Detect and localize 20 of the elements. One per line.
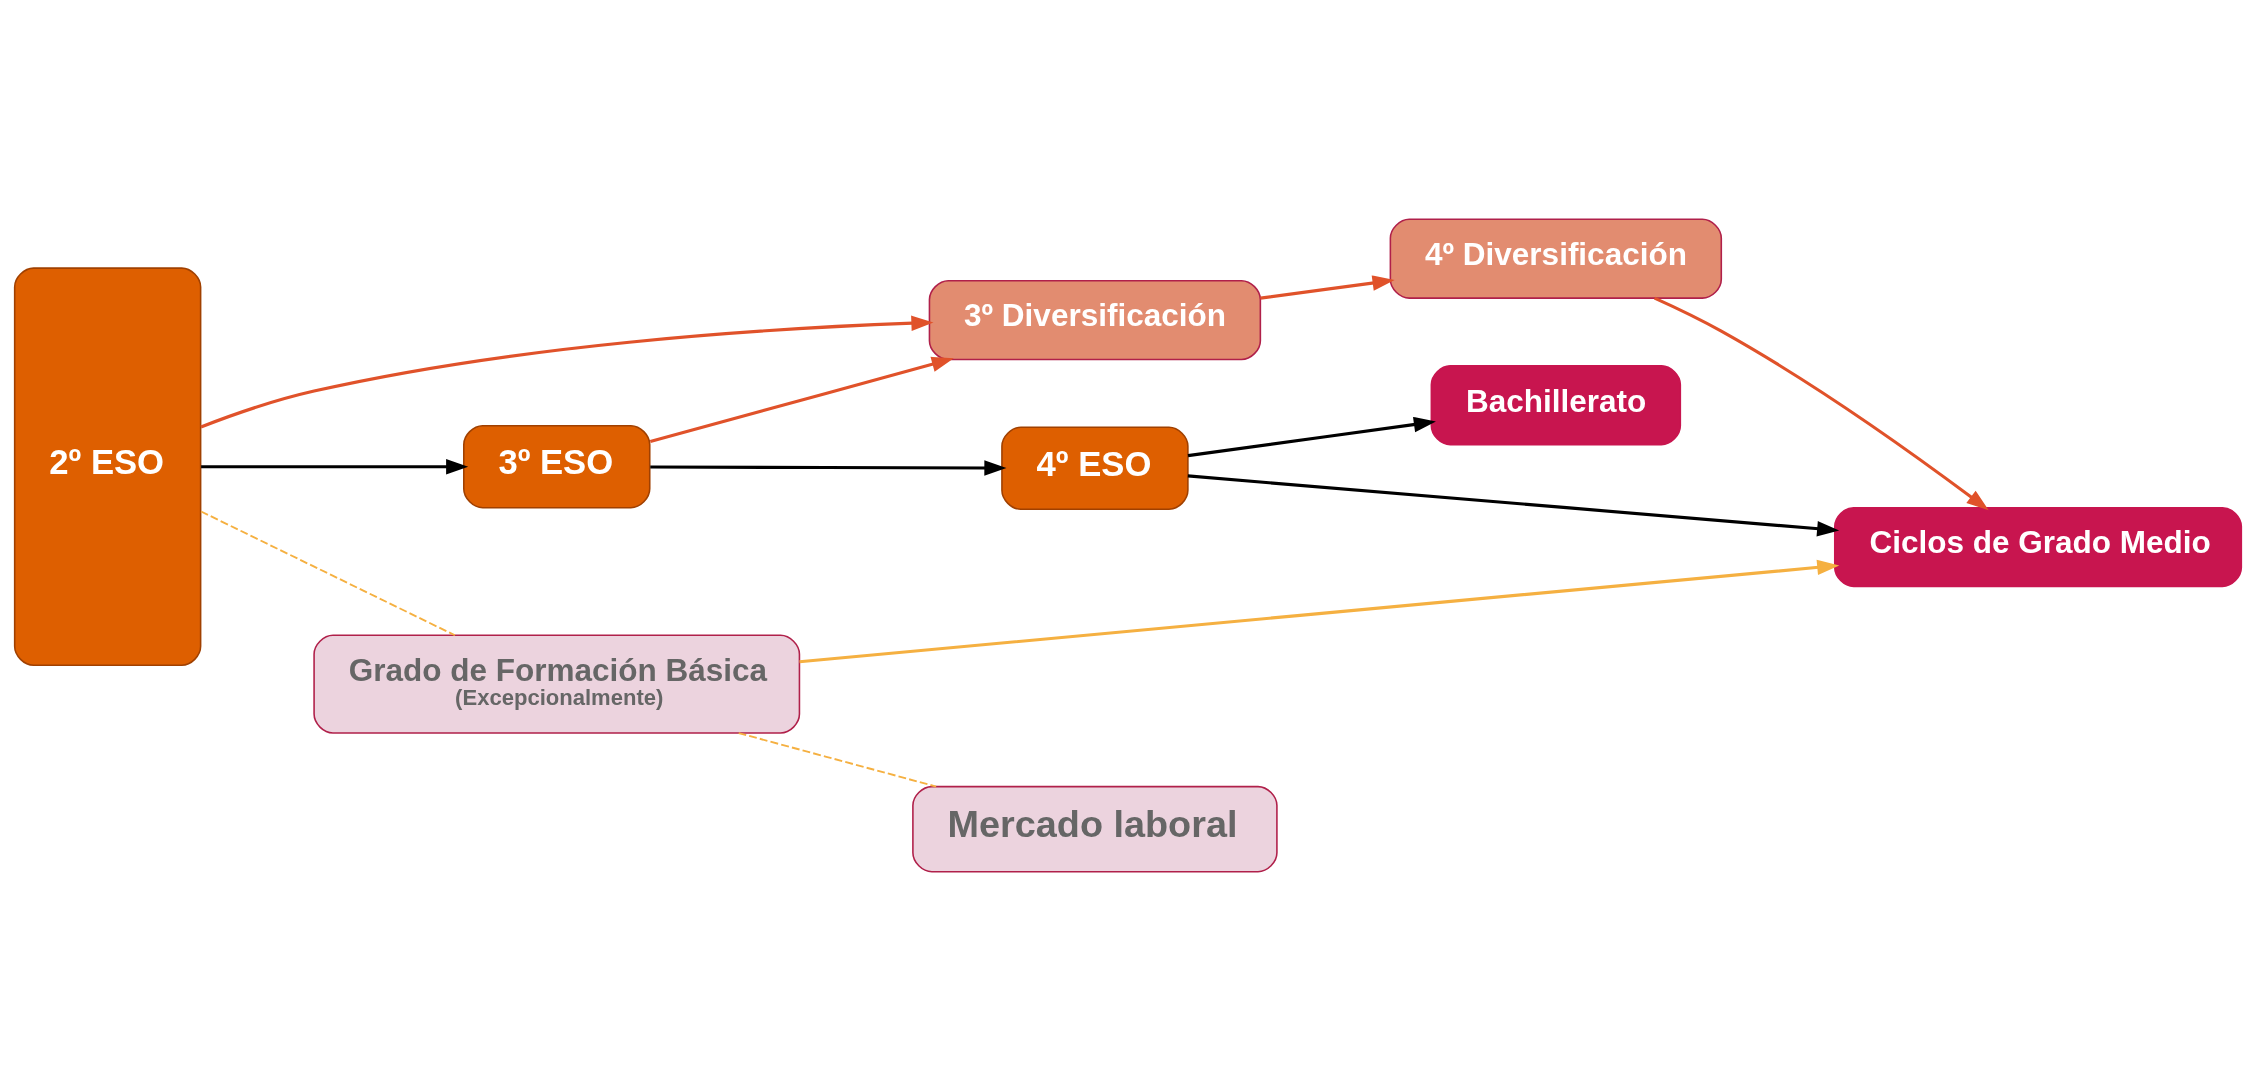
node-box: Mercado laboral xyxy=(912,785,1278,872)
node-box: Grado de Formación Básica (Excepcionalmente) xyxy=(313,634,801,734)
arrow xyxy=(799,559,1840,663)
connector xyxy=(200,510,456,636)
arrow xyxy=(650,459,1007,476)
arrow xyxy=(1187,416,1436,457)
node-box: 4º Diversificación xyxy=(1389,218,1723,299)
arrow xyxy=(1187,473,1840,536)
node-box: 3º Diversificación xyxy=(928,279,1262,360)
arrow xyxy=(201,458,469,474)
connector xyxy=(737,731,938,787)
node-box: 3º ESO xyxy=(463,424,651,508)
node-box: Ciclos de Grado Medio xyxy=(1833,506,2243,587)
node-box: Bachillerato xyxy=(1430,364,1682,445)
arrow xyxy=(649,356,954,443)
node-box: 2º ESO xyxy=(13,266,202,666)
arrow xyxy=(1653,296,1989,510)
node-box: 4º ESO xyxy=(1001,426,1189,510)
arrow xyxy=(200,315,934,428)
arrow xyxy=(1260,274,1395,300)
